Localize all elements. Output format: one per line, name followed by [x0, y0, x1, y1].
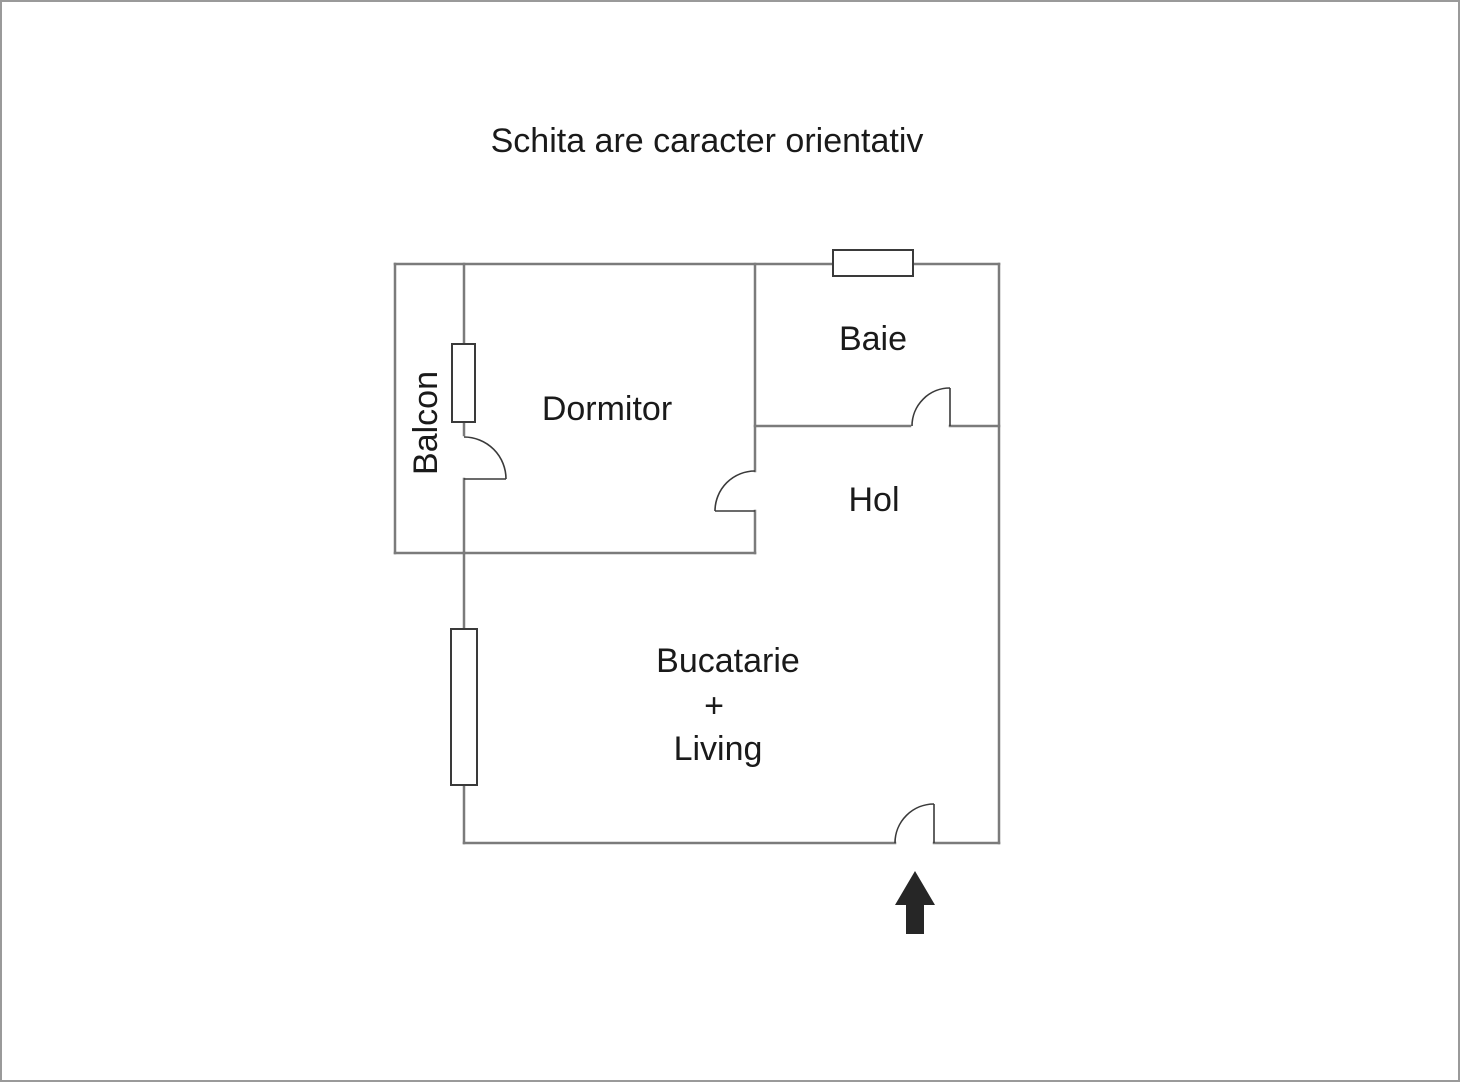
room-label-living-line2: + [704, 687, 724, 725]
room-label-baie: Baie [838, 320, 908, 358]
entrance-arrow-icon [895, 871, 935, 934]
room-label-dormitor: Dormitor [541, 390, 673, 428]
window-balcon [451, 343, 476, 423]
window-living [450, 628, 478, 786]
room-label-balcon: Balcon [407, 371, 445, 475]
plan-title: Schita are caracter orientativ [490, 122, 924, 160]
room-label-living-line1: Bucatarie [656, 642, 800, 680]
window-baie [832, 249, 914, 277]
door-entrance-arc [894, 803, 935, 844]
room-label-hol: Hol [848, 481, 900, 519]
door-balcon-arc [463, 436, 507, 480]
room-label-living-line3: Living [673, 730, 763, 768]
door-baie-arc [911, 387, 951, 427]
door-dormitor-arc [714, 470, 756, 512]
